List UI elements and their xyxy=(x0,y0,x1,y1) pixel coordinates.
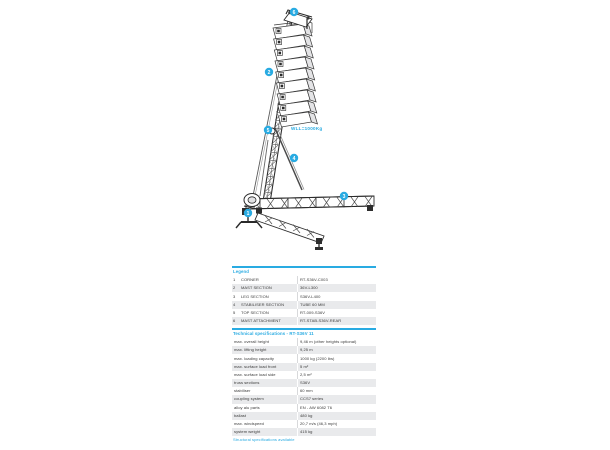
spec-label: max. overall height xyxy=(234,339,269,345)
legend-part: TOP SECTION xyxy=(241,309,269,315)
table-row: alloy alu parts EN - AW 6082 T6 xyxy=(232,403,376,412)
spec-value: 415 kg xyxy=(296,428,376,437)
table-row: max. overall height 9,46 m (other height… xyxy=(232,338,376,347)
spec-label: coupling system xyxy=(234,396,264,402)
legend-part: LEG SECTION xyxy=(241,293,269,299)
legend-part: STABILISER SECTION xyxy=(241,301,285,307)
spec-value: 9,25 m xyxy=(296,346,376,355)
legend-part: MAST SECTION xyxy=(241,285,272,291)
table-row: max. surface load front 5 m² xyxy=(232,362,376,371)
table-row: 3 LEG SECTION S36V-L400 xyxy=(232,292,376,301)
spec-label: stabiliser xyxy=(234,388,251,394)
callout-2: 2 xyxy=(264,67,274,77)
callout-6: 6 xyxy=(289,7,299,17)
legend-number: 3 xyxy=(233,293,236,299)
spec-label: alloy alu parts xyxy=(234,404,260,410)
table-row: stabiliser 60 mm xyxy=(232,387,376,396)
spec-value: 5 m² xyxy=(296,362,376,371)
legend-part: CORNER xyxy=(241,277,259,283)
legend-code: RT-STAB-S36V-REAR xyxy=(296,317,376,326)
spec-value: 20,7 m/s (46,3 mph) xyxy=(296,419,376,429)
spec-value: S36V xyxy=(296,379,376,388)
table-row: system weight 415 kg xyxy=(232,428,376,437)
table-row: max. surface load side 2,5 m² xyxy=(232,370,376,380)
spec-label: system weight xyxy=(234,429,261,435)
callout-1: 1 xyxy=(243,208,253,218)
table-row: 5 TOP SECTION RT-009-S36V xyxy=(232,308,376,318)
legend-code: TUBE 60 MM xyxy=(296,300,376,309)
callout-5: 5 xyxy=(263,125,273,135)
structural-specs-link[interactable]: Structural specifications available xyxy=(233,437,295,442)
spec-label: max. surface load front xyxy=(234,363,277,369)
table-row: 4 STABILISER SECTION TUBE 60 MM xyxy=(232,300,376,309)
table-row: max. loading capacity 1000 kg (2200 lbs) xyxy=(232,354,376,363)
legend-code: RT-S36V-C003 xyxy=(296,276,376,285)
legend-accent-bar xyxy=(232,266,376,268)
table-row: max. windspeed 20,7 m/s (46,3 mph) xyxy=(232,419,376,429)
legend-code: RT-009-S36V xyxy=(296,308,376,318)
specs-table: max. overall height 9,46 m (other height… xyxy=(232,338,376,437)
legend-number: 6 xyxy=(233,318,236,324)
svg-text:6: 6 xyxy=(293,10,296,16)
callout-3: 3 xyxy=(339,191,349,201)
spec-value: EN - AW 6082 T6 xyxy=(296,403,376,412)
table-row: 1 CORNER RT-S36V-C003 xyxy=(232,276,376,285)
legend-number: 4 xyxy=(233,301,236,307)
spec-value: 1000 kg (2200 lbs) xyxy=(296,354,376,363)
svg-text:4: 4 xyxy=(293,156,296,162)
table-row: 2 MAST SECTION 36V-L300 xyxy=(232,284,376,293)
wll-label: WLL=1000Kg xyxy=(291,126,323,131)
specs-table-block: Technical specifications - RT-S36V 11 ma… xyxy=(232,328,376,437)
spec-label: ballast xyxy=(234,412,247,418)
specs-body: max. overall height 9,46 m (other height… xyxy=(232,338,376,437)
spec-label: max. windspeed xyxy=(234,421,264,427)
legend-number: 2 xyxy=(233,285,236,291)
legend-number: 5 xyxy=(233,309,236,315)
spec-label: max. loading capacity xyxy=(234,355,274,361)
legend-code: 36V-L300 xyxy=(296,284,376,293)
callout-4: 4 xyxy=(289,153,299,163)
table-row: 6 MAST ATTACHMENT RT-STAB-S36V-REAR xyxy=(232,317,376,326)
legend-code: S36V-L400 xyxy=(296,292,376,301)
specs-title: Technical specifications - RT-S36V 11 xyxy=(233,330,314,336)
spec-label: max. lifting height xyxy=(234,347,267,353)
svg-text:1: 1 xyxy=(247,211,250,217)
legend-table-block: Legend 1 CORNER RT-S36V-C003 2 MAST SECT… xyxy=(232,266,376,326)
svg-text:2: 2 xyxy=(268,70,271,76)
spec-value: 2,5 m² xyxy=(296,370,376,380)
spec-value: 9,46 m (other heights optional) xyxy=(296,338,376,347)
specs-accent-bar xyxy=(232,328,376,330)
spec-value: 480 kg xyxy=(296,411,376,420)
table-row: coupling system CCS7 series xyxy=(232,395,376,404)
spec-label: truss sections xyxy=(234,380,260,386)
spec-value: 60 mm xyxy=(296,387,376,396)
table-row: max. lifting height 9,25 m xyxy=(232,346,376,355)
legend-table: 1 CORNER RT-S36V-C003 2 MAST SECTION 36V… xyxy=(232,276,376,326)
svg-text:3: 3 xyxy=(343,194,346,200)
callout-group: 1 2 3 4 5 6 xyxy=(243,7,349,218)
legend-body: 1 CORNER RT-S36V-C003 2 MAST SECTION 36V… xyxy=(232,276,376,326)
table-row: ballast 480 kg xyxy=(232,411,376,420)
tower-illustration: 1 2 3 4 5 6 xyxy=(228,0,380,262)
svg-text:5: 5 xyxy=(267,128,270,134)
spec-label: max. surface load side xyxy=(234,371,276,377)
spec-value: CCS7 series xyxy=(296,395,376,404)
table-row: truss sections S36V xyxy=(232,379,376,388)
legend-number: 1 xyxy=(233,277,236,283)
legend-title: Legend xyxy=(233,268,249,274)
legend-part: MAST ATTACHMENT xyxy=(241,318,281,324)
